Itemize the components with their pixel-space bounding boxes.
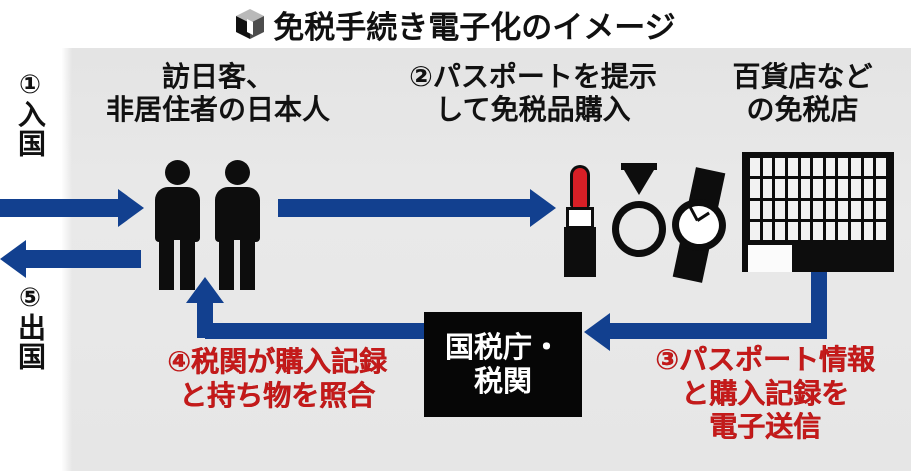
exit-step-number: ⑤ (18, 283, 41, 313)
diamond-ring-icon (608, 163, 670, 259)
caption-customs-check: ④税関が購入記録 と持ち物を照合 (167, 345, 387, 412)
tax-agency-customs-box: 国税庁・ 税関 (424, 312, 582, 417)
department-store-icon (742, 152, 894, 272)
entry-label-text: 入国 (14, 100, 47, 158)
exit-label-text: 出国 (14, 313, 47, 371)
heading-travelers: 訪日客、 非居住者の日本人 (105, 60, 330, 127)
caption-electronic-send: ③パスポート情報 と購入記録を 電子送信 (655, 343, 875, 444)
person-pictogram (210, 160, 264, 290)
heading-purchase-step: ②パスポートを提示 して免税品購入 (409, 60, 657, 127)
lipstick-icon (562, 165, 598, 277)
heading-duty-free-store: 百貨店など の免税店 (732, 60, 873, 127)
cube-icon (235, 8, 265, 40)
store-windows (750, 158, 886, 240)
person-pictogram (150, 160, 204, 290)
store-entrance (748, 245, 792, 272)
label-entry: ① 入国 (5, 72, 55, 158)
duty-free-goods-group (556, 155, 736, 285)
page-title: 免税手続き電子化のイメージ (273, 9, 676, 46)
two-people-icon (150, 160, 270, 290)
tax-agency-customs-label: 国税庁・ 税関 (444, 330, 561, 398)
label-exit: ⑤ 出国 (5, 285, 55, 371)
title-bar: 免税手続き電子化のイメージ (0, 0, 911, 48)
entry-step-number: ① (18, 70, 41, 100)
